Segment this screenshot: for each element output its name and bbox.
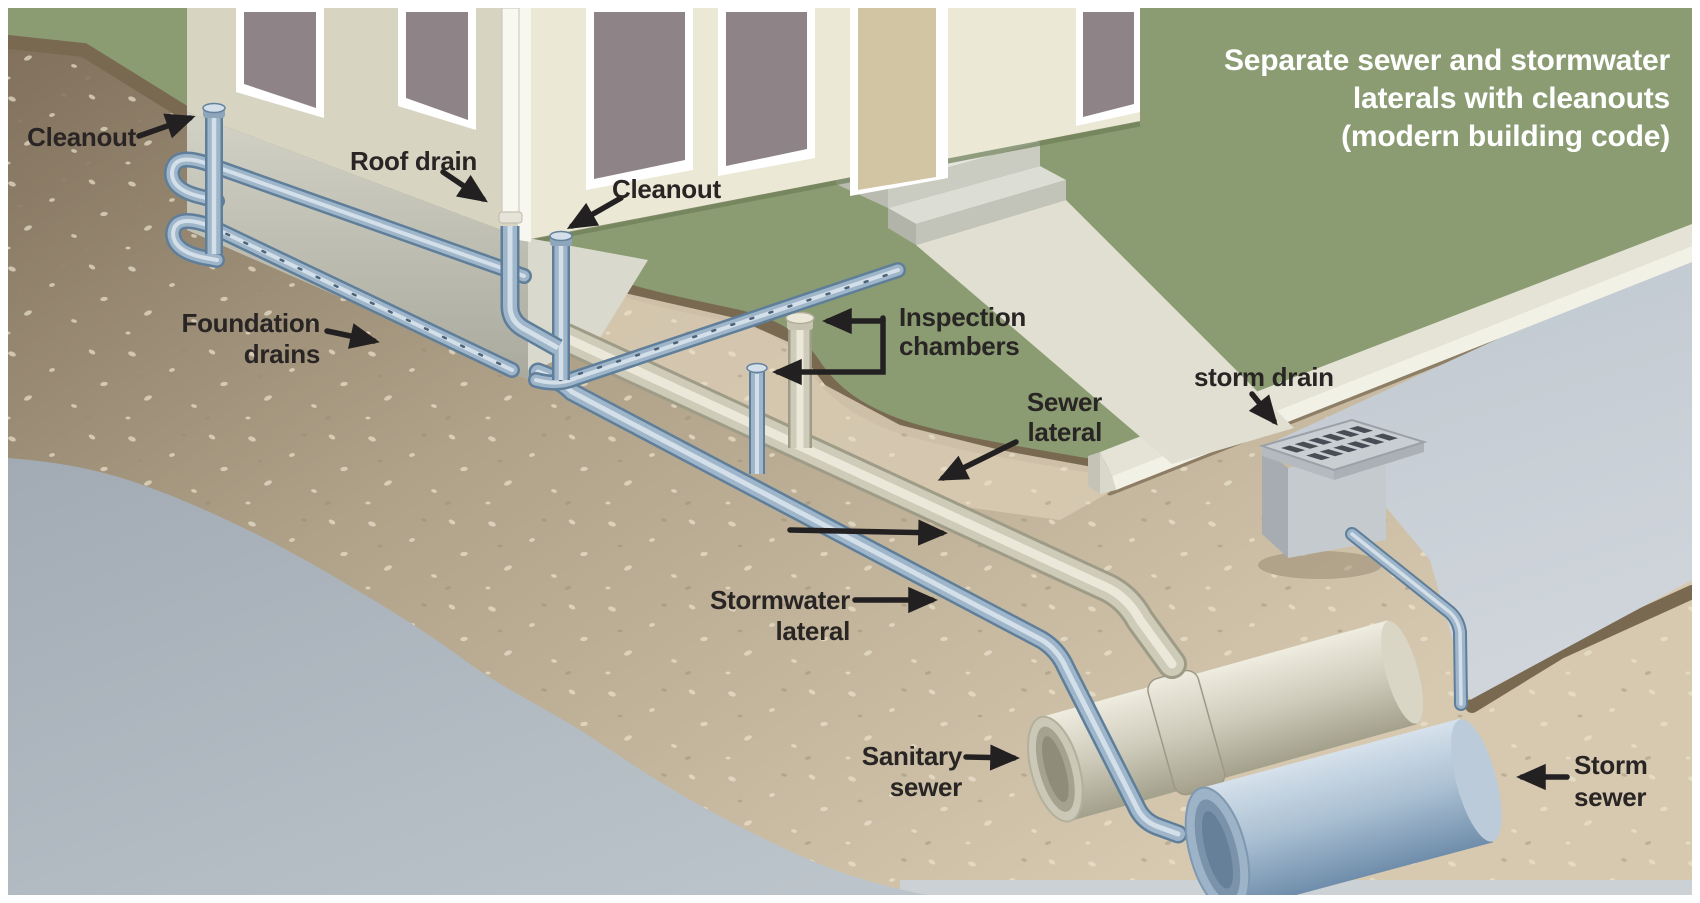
cleanout-left-arrow xyxy=(136,113,196,139)
step-side xyxy=(888,208,916,245)
wall-grass-shadow xyxy=(527,121,1141,245)
windows-right-wall xyxy=(586,8,1140,190)
callout-arrows xyxy=(136,113,1570,791)
label-storm-sewer: Storm sewer xyxy=(1574,750,1648,812)
sanitary-sewer-pipe xyxy=(1027,620,1424,823)
grate-top xyxy=(1258,418,1428,472)
step-front xyxy=(916,180,1066,245)
foundation-drains-arrow xyxy=(324,323,380,349)
drain-box-front xyxy=(1288,446,1386,558)
curb-end-side xyxy=(1088,452,1100,494)
label-stormwater-lateral: Stormwater lateral xyxy=(709,585,850,646)
cleanout-right-arrow xyxy=(566,195,624,229)
sewer-lateral-arrow-2 xyxy=(787,519,948,546)
inspection-chambers-arrow-bottom xyxy=(772,315,886,386)
curb-end-cap xyxy=(1100,452,1116,494)
storm-drain-arrow xyxy=(1248,391,1278,426)
label-inspection-chambers: Inspection chambers xyxy=(899,302,1027,361)
lawn-grass xyxy=(8,8,1692,462)
inspection-chamber-sewer xyxy=(785,311,815,448)
sewer-lateral-arrow xyxy=(937,439,1019,481)
roof-drain-arrow xyxy=(440,169,488,203)
house-corner-trim xyxy=(518,8,531,242)
storm-drain-connector-pipe xyxy=(1345,527,1468,711)
label-sanitary-sewer: Sanitary sewer xyxy=(861,741,963,802)
grass-main xyxy=(528,8,1692,462)
storm-sewer-pipe xyxy=(1184,718,1502,895)
roof-drain-downspout xyxy=(498,8,563,357)
grate-shadow xyxy=(1258,551,1382,579)
label-roof-drain: Roof drain xyxy=(350,146,477,176)
grass-top-left xyxy=(8,8,187,108)
drain-perforations-left xyxy=(212,226,502,366)
sanitary-sewer-arrow xyxy=(963,744,1020,771)
pipe-trench xyxy=(533,248,1110,520)
bedrock-water-table xyxy=(8,458,928,895)
grate-rim-front xyxy=(1334,442,1424,480)
grate-rim-side xyxy=(1262,446,1334,480)
storm-drain-grate xyxy=(1258,418,1428,579)
label-cleanout-left: Cleanout xyxy=(27,122,136,152)
diagram-title: Separate sewer and stormwater laterals w… xyxy=(1223,44,1670,153)
windows-left-wall xyxy=(236,8,476,130)
step-top xyxy=(888,166,1066,224)
walkway xyxy=(916,200,1294,464)
foundation-drains xyxy=(164,151,906,391)
drain-box-side xyxy=(1262,448,1288,558)
label-foundation-drains: Foundation drains xyxy=(181,308,320,369)
sewer-lateral-pipe xyxy=(551,323,1187,679)
cleanout-riser-left xyxy=(202,102,226,254)
drain-perforations-right xyxy=(558,270,898,382)
label-cleanout-right: Cleanout xyxy=(612,174,721,204)
label-sewer-lateral: Sewer lateral xyxy=(1026,387,1102,447)
door xyxy=(850,8,948,196)
street-surface xyxy=(1260,250,1692,700)
grate-slots xyxy=(1281,426,1399,461)
cleanout-riser-right xyxy=(549,230,573,380)
inspection-chamber-storm xyxy=(746,362,768,474)
label-storm-drain: storm drain xyxy=(1194,362,1334,392)
porch-front xyxy=(888,142,1040,208)
